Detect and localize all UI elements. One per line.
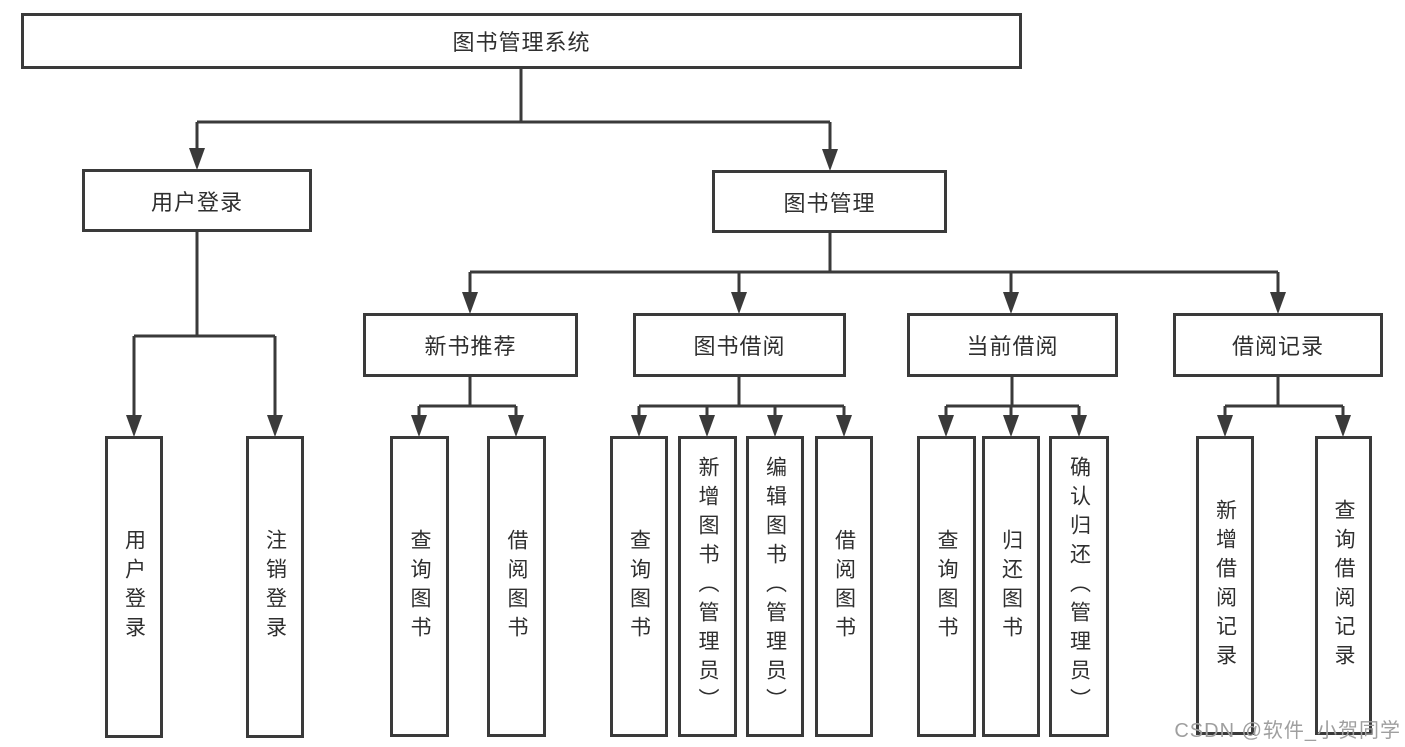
node-user-login: 用户登录 [82, 169, 312, 232]
node-label: 编辑图书（管理员） [763, 456, 787, 717]
node-label: 查询图书 [408, 528, 431, 645]
node-label: 用户登录 [150, 189, 243, 215]
node-label: 新书推荐 [424, 334, 517, 359]
node-library-management-system: 图书管理系统 [21, 13, 1022, 69]
node-borrowing-records: 借阅记录 [1173, 313, 1383, 377]
node-label: 当前借阅 [966, 334, 1059, 359]
node-label: 图书借阅 [693, 334, 786, 359]
node-current-borrowing: 当前借阅 [907, 313, 1118, 377]
node-label: 查询图书 [935, 528, 958, 645]
node-leaf-query-books-1: 查询图书 [390, 436, 449, 737]
node-leaf-borrow-books-1: 借阅图书 [487, 436, 546, 737]
node-label: 归还图书 [999, 528, 1023, 645]
node-leaf-edit-books-admin: 编辑图书（管理员） [746, 436, 804, 737]
node-label: 图书管理系统 [452, 30, 591, 55]
node-leaf-query-books-2: 查询图书 [610, 436, 668, 737]
node-label: 确认归还（管理员） [1067, 456, 1091, 717]
node-label: 新增图书（管理员） [696, 456, 719, 717]
node-leaf-confirm-return-admin: 确认归还（管理员） [1049, 436, 1109, 737]
node-new-book-recommendation: 新书推荐 [363, 313, 578, 377]
node-leaf-add-borrow-record: 新增借阅记录 [1196, 436, 1254, 735]
node-leaf-return-books: 归还图书 [982, 436, 1040, 737]
node-label: 新增借阅记录 [1213, 498, 1237, 673]
node-book-management: 图书管理 [712, 170, 947, 233]
node-leaf-add-books-admin: 新增图书（管理员） [678, 436, 737, 737]
node-label: 借阅图书 [505, 528, 528, 645]
node-label: 注销登录 [263, 529, 287, 645]
watermark: CSDN @软件_小贺同学 [1174, 720, 1401, 742]
node-book-borrowing: 图书借阅 [633, 313, 846, 377]
node-leaf-logout: 注销登录 [246, 436, 304, 738]
node-leaf-query-borrow-record: 查询借阅记录 [1315, 436, 1372, 735]
node-label: 查询借阅记录 [1332, 498, 1355, 673]
node-label: 图书管理 [783, 190, 876, 216]
node-label: 用户登录 [122, 529, 146, 645]
node-leaf-query-books-3: 查询图书 [917, 436, 976, 737]
node-label: 借阅记录 [1231, 334, 1324, 359]
node-label: 借阅图书 [832, 528, 856, 645]
node-leaf-borrow-books-2: 借阅图书 [815, 436, 873, 737]
node-leaf-user-login: 用户登录 [105, 436, 163, 738]
node-label: 查询图书 [627, 528, 651, 645]
